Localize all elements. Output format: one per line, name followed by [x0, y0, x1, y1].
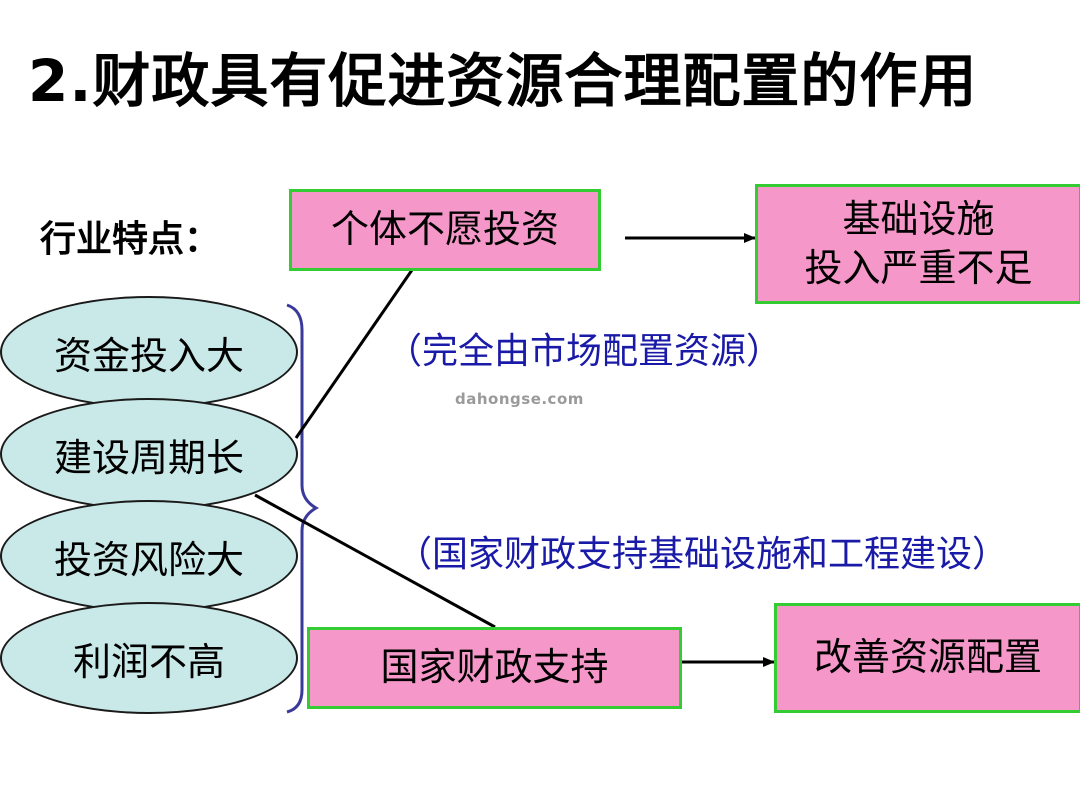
improve-allocation-box: 改善资源配置 — [774, 603, 1080, 713]
individual-unwilling-box: 个体不愿投资 — [289, 189, 601, 271]
feature-ellipse: 投资风险大 — [0, 500, 298, 612]
industry-features-label: 行业特点： — [40, 219, 221, 260]
infrastructure-shortage-box: 基础设施 投入严重不足 — [755, 184, 1080, 304]
feature-label: 投资风险大 — [53, 537, 244, 582]
infrastructure-line-2: 投入严重不足 — [804, 246, 1033, 290]
feature-label: 利润不高 — [72, 639, 225, 684]
market-allocation-note: （完全由市场配置资源） — [386, 331, 783, 372]
page-title: 2.财政具有促进资源合理配置的作用 — [28, 47, 978, 115]
feature-ellipse: 资金投入大 — [0, 296, 298, 408]
feature-ellipse: 利润不高 — [0, 602, 298, 714]
connector-brace-to-individual — [294, 269, 414, 439]
watermark-text: dahongse.com — [455, 390, 584, 408]
infrastructure-line-1: 基础设施 — [842, 196, 995, 241]
state-support-note: （国家财政支持基础设施和工程建设） — [396, 534, 1009, 575]
improve-allocation-label: 改善资源配置 — [813, 635, 1042, 680]
feature-label: 建设周期长 — [53, 435, 244, 480]
feature-ellipse: 建设周期长 — [0, 398, 298, 510]
state-finance-support-box: 国家财政支持 — [307, 627, 682, 709]
feature-label: 资金投入大 — [53, 333, 244, 378]
features-brace — [286, 303, 320, 714]
connector-ellipse-to-state-support — [254, 493, 496, 629]
individual-unwilling-label: 个体不愿投资 — [330, 207, 559, 252]
state-finance-support-label: 国家财政支持 — [380, 645, 609, 690]
